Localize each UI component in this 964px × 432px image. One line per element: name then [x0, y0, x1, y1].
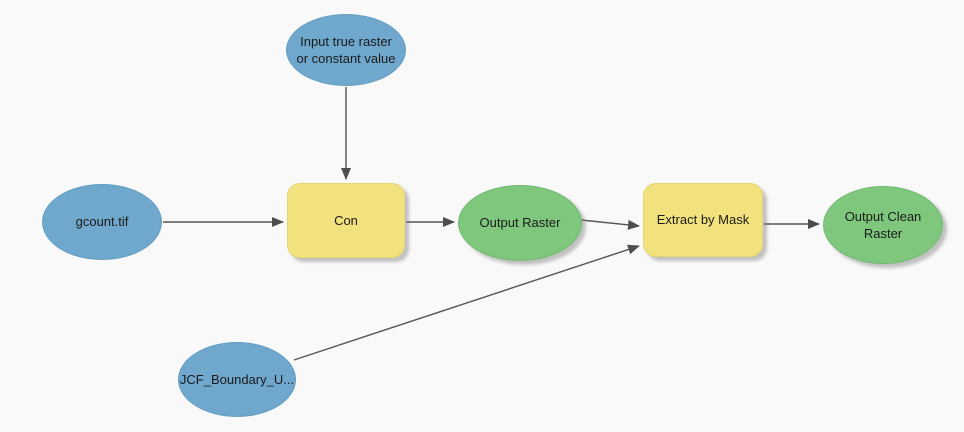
- node-label: gcount.tif: [75, 214, 129, 230]
- node-label: Extract by Mask: [656, 212, 750, 228]
- connector-jcf-boundary-to-extract-by-mask[interactable]: [293, 244, 640, 361]
- node-con-tool[interactable]: Con: [287, 183, 405, 258]
- node-jcf-boundary[interactable]: JCF_Boundary_U...: [178, 342, 296, 417]
- node-extract-by-mask-tool[interactable]: Extract by Mask: [643, 183, 763, 257]
- node-label: JCF_Boundary_U...: [179, 371, 295, 387]
- node-output-clean-raster[interactable]: Output Clean Raster: [823, 186, 943, 264]
- node-label: Con: [334, 212, 358, 228]
- node-label: Output Clean Raster: [844, 208, 922, 241]
- node-output-raster[interactable]: Output Raster: [458, 185, 582, 261]
- connector-output-raster-to-extract-by-mask[interactable]: [580, 219, 640, 230]
- node-input-true-raster[interactable]: Input true raster or constant value: [286, 14, 406, 86]
- node-label: Output Raster: [479, 215, 561, 231]
- node-gcount-tif[interactable]: gcount.tif: [42, 184, 162, 260]
- node-label: Input true raster or constant value: [296, 33, 396, 66]
